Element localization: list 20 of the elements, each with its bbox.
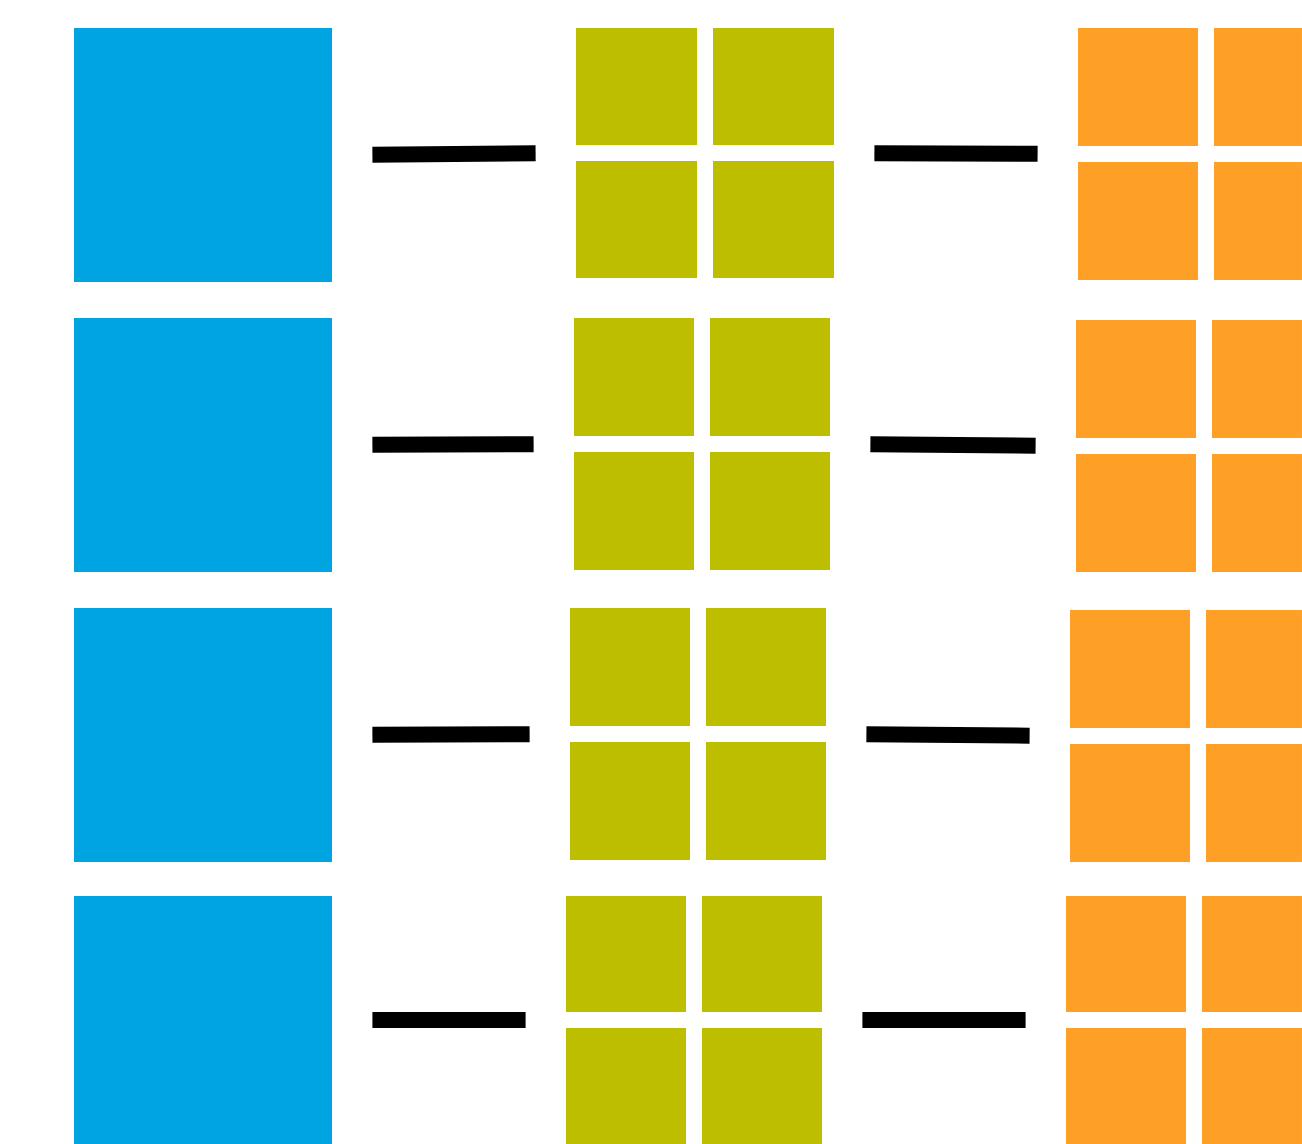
connector-line <box>372 726 530 743</box>
tile-grid <box>1078 28 1302 280</box>
square <box>74 28 332 282</box>
connector-line <box>372 436 534 453</box>
square <box>74 896 332 1144</box>
tile-grid <box>1066 896 1302 1144</box>
tile-grid <box>566 896 822 1144</box>
square <box>74 608 332 862</box>
tile-grid <box>576 28 834 278</box>
square <box>74 318 332 572</box>
connector-line <box>372 1012 526 1028</box>
connector-line <box>372 145 536 163</box>
tile-grid <box>1076 320 1302 572</box>
tile-grid <box>574 318 830 570</box>
connector-line <box>862 1012 1026 1028</box>
tile-grid <box>570 608 826 860</box>
connector-line <box>870 436 1036 454</box>
connector-line <box>874 145 1038 162</box>
tile-grid <box>1070 610 1302 862</box>
connector-line <box>866 726 1030 744</box>
